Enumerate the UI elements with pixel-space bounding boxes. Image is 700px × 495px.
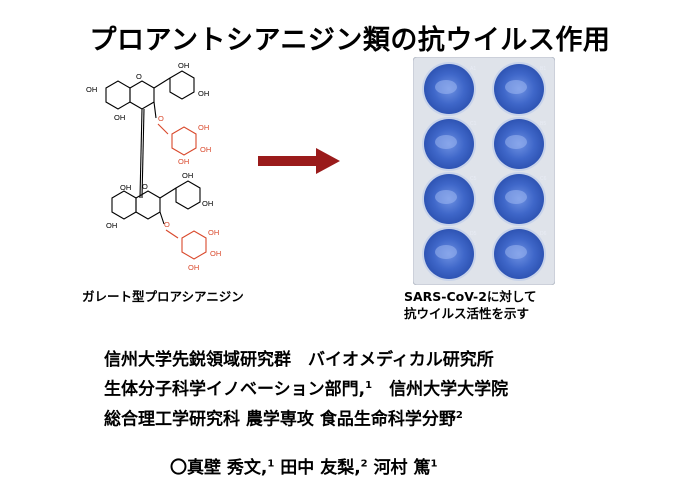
label-oh: OH <box>188 263 199 272</box>
plate-well: D5 <box>422 227 477 281</box>
result-line-2: 抗ウイルス活性を示す <box>404 306 530 321</box>
affiliation-line-3: 総合理工学研究科 農学専攻 食品生命科学分野2 <box>104 409 463 430</box>
label-oh: OH <box>178 157 189 166</box>
upper-flavan-bonds <box>105 70 195 199</box>
label-oh: OH <box>200 145 211 154</box>
well-label: C1 <box>470 121 477 127</box>
plate-well: B5 <box>492 117 546 171</box>
label-o: O <box>164 220 170 229</box>
label-oh: OH <box>182 171 193 180</box>
result-line-1: SARS-CoV-2に対して <box>404 289 537 304</box>
author-2: 田中 友梨, <box>280 458 361 478</box>
authors-line: 〇真壁 秀文,1 田中 友梨,2 河村 篤1 <box>170 458 438 478</box>
label-oh: OH <box>178 61 189 70</box>
label-oh: OH <box>120 183 131 192</box>
label-oh: OH <box>106 221 117 230</box>
label-oh: OH <box>198 123 209 132</box>
well-label: C5 <box>470 176 477 182</box>
lower-flavan-bonds <box>111 180 201 225</box>
label-o: O <box>158 114 164 123</box>
plate-well: C1 <box>422 117 477 171</box>
label-o: O <box>142 182 148 191</box>
plate-well: A1 <box>422 62 476 116</box>
author-1: 〇真壁 秀文, <box>170 458 268 478</box>
page-title: プロアントシアニジン類の抗ウイルス作用 <box>89 25 611 56</box>
label-oh: OH <box>210 249 221 258</box>
label-oh: OH <box>86 85 97 94</box>
plate-well: C5 <box>422 172 477 226</box>
affiliation-line-1: 信州大学先鋭領域研究群 バイオメディカル研究所 <box>104 350 494 370</box>
label-oh: OH <box>202 199 213 208</box>
well-label: A1 <box>470 66 476 72</box>
label-oh: OH <box>198 89 209 98</box>
label-oh: OH <box>114 113 125 122</box>
plate-well: C6 <box>492 172 547 226</box>
plate-well: B1 <box>492 62 546 116</box>
label-oh: OH <box>208 228 219 237</box>
well-label: D5 <box>470 231 477 237</box>
right-arrow-icon <box>258 148 340 174</box>
molecule-caption: ガレート型プロアシアニジン <box>82 289 244 304</box>
well-label: D6 <box>540 231 547 237</box>
label-o: O <box>136 72 142 81</box>
well-label: B5 <box>540 121 546 127</box>
well-label: B1 <box>540 66 546 72</box>
affiliation-block: 信州大学先鋭領域研究群 バイオメディカル研究所 生体分子科学イノベーション部門,… <box>104 348 508 432</box>
well-label: C6 <box>540 176 547 182</box>
result-caption: SARS-CoV-2に対して 抗ウイルス活性を示す <box>404 288 537 322</box>
affiliation-line-2: 生体分子科学イノベーション部門,1 信州大学大学院 <box>104 379 509 400</box>
upper-galloyl-bonds <box>157 123 197 156</box>
plate-well: D6 <box>492 227 547 281</box>
author-3: 河村 篤 <box>373 458 431 478</box>
molecule-structure: OH OH O OH OH OH OH O OH OH O OH OH OH O… <box>86 61 221 272</box>
lower-galloyl-bonds <box>165 229 207 260</box>
